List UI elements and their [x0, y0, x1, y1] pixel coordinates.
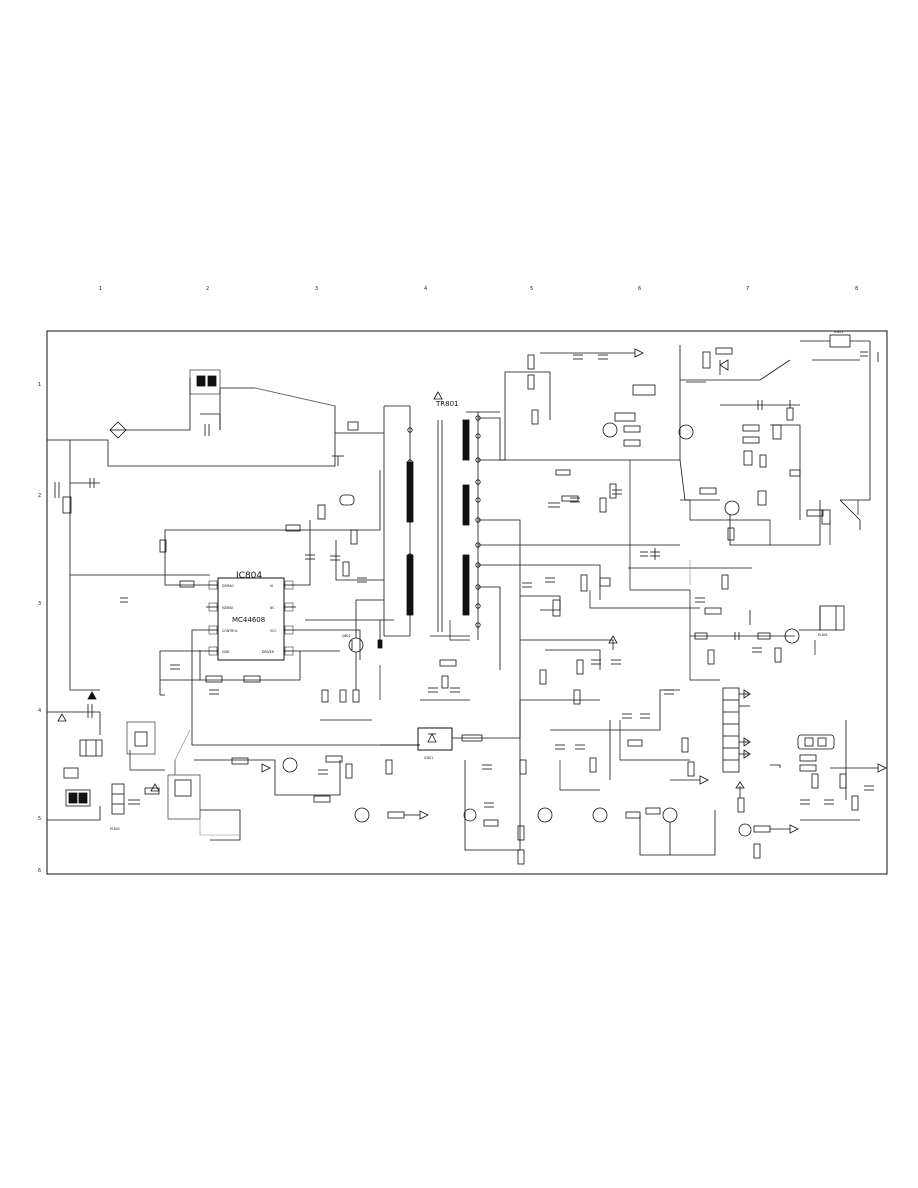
secondary-section — [478, 348, 752, 850]
col-marker-4: 4 — [424, 286, 428, 292]
ic-pin-label: GND — [222, 650, 230, 654]
regulator-label: IC805 — [834, 330, 843, 334]
col-marker-2: 2 — [206, 286, 210, 292]
mains-input-section — [47, 369, 336, 821]
col-marker-1: 1 — [99, 286, 103, 292]
standby-section — [111, 721, 429, 841]
ic-part-number: MC44608 — [232, 616, 265, 624]
ic-pin-label: DRIVER — [262, 650, 275, 654]
fuse — [63, 767, 79, 779]
transformer-section — [383, 391, 500, 640]
switching-section — [282, 689, 799, 859]
row-marker-5: 5 — [38, 816, 42, 822]
feedback-section — [380, 599, 621, 865]
col-marker-8: 8 — [855, 286, 859, 292]
ic-pin-label: VI — [270, 584, 273, 588]
transformer-label: TR801 — [435, 400, 459, 408]
col-marker-5: 5 — [530, 286, 534, 292]
aux-wires — [174, 387, 691, 836]
ic-pin-label: DEMAG — [222, 584, 234, 588]
opto-label: IC801 — [424, 756, 433, 760]
col-marker-6: 6 — [638, 286, 642, 292]
col-marker-3: 3 — [315, 286, 319, 292]
row-marker-1: 1 — [38, 382, 42, 388]
drawing-frame — [46, 330, 888, 875]
row-marker-6: 6 — [38, 868, 42, 874]
row-marker-3: 3 — [38, 601, 42, 607]
connector-block-right — [722, 687, 887, 821]
r-input — [62, 496, 72, 514]
ic-pin-label: VCC — [270, 629, 277, 633]
regulation-section — [602, 334, 879, 665]
ic-pin-label: CONTROL — [222, 629, 238, 633]
row-marker-4: 4 — [38, 708, 42, 714]
interconnect-wires — [129, 460, 859, 791]
connector-left-label: PL802 — [110, 827, 120, 831]
ic-pin-label: ISENSE — [222, 606, 233, 610]
ic-pin-label: NC — [270, 606, 275, 610]
connector-right-label: PL801 — [818, 633, 828, 637]
row-marker-2: 2 — [38, 493, 42, 499]
col-marker-7: 7 — [746, 286, 750, 292]
ic-designator: IC804 — [236, 571, 262, 581]
mosfet-label: Q801 — [342, 634, 351, 638]
bridge-rectifier — [109, 421, 127, 439]
